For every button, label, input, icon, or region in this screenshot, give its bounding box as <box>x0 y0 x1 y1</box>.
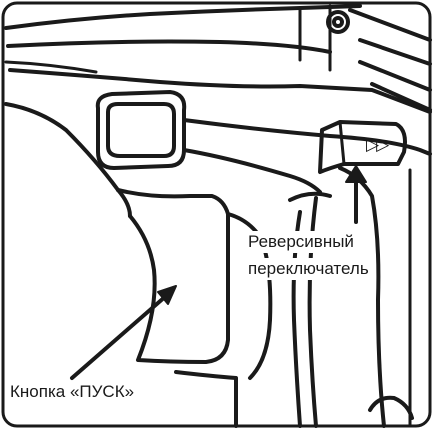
reverse-switch-label-line1: Реверсивный <box>248 231 354 253</box>
housing-curve <box>184 150 320 192</box>
reverse-switch-edge <box>340 122 344 164</box>
grip-notch <box>290 194 330 200</box>
body-lower-edge <box>10 70 430 112</box>
reverse-switch-label-line2: переключатель <box>248 258 369 280</box>
body-top-edge <box>6 6 360 28</box>
trigger-top <box>118 190 228 214</box>
handle-back <box>6 104 130 216</box>
screw-slot <box>334 18 342 26</box>
grip-rear <box>340 168 384 426</box>
start-button-label: Кнопка «ПУСК» <box>10 381 138 403</box>
start-arrow-line <box>72 296 166 378</box>
reverse-arrows-icon: ▷▷ <box>366 134 386 156</box>
led-light-lens <box>108 104 174 156</box>
body-ridge <box>8 42 330 53</box>
start-trigger <box>130 214 228 362</box>
grip-lower <box>176 372 236 426</box>
grip-foot <box>370 398 412 418</box>
body-seam <box>300 6 330 70</box>
reverse-switch-body <box>320 122 405 172</box>
